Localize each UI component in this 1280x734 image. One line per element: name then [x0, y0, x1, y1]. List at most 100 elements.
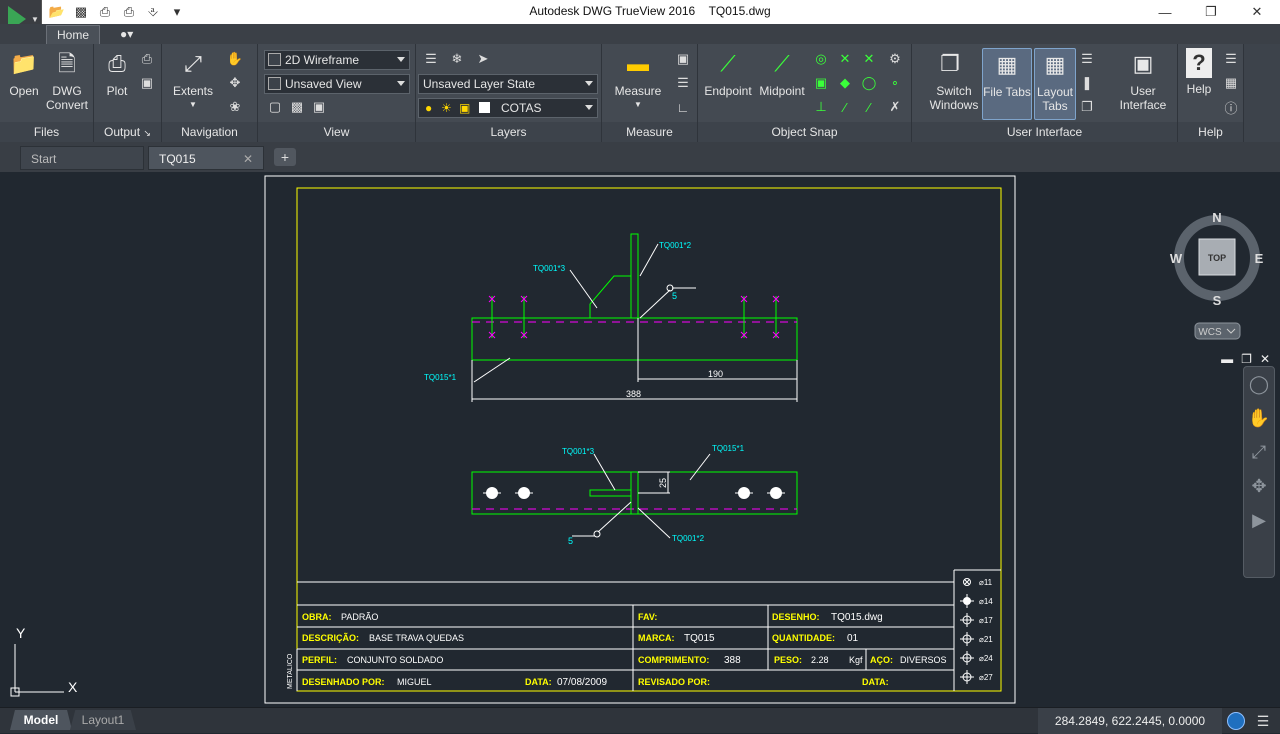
- new-tab-button[interactable]: +: [274, 148, 296, 166]
- dwg-convert-button[interactable]: 🗎 DWG Convert: [44, 48, 90, 113]
- layer-state-select[interactable]: Unsaved Layer State: [418, 74, 598, 94]
- minimize-icon[interactable]: —: [1158, 4, 1172, 20]
- customize-icon[interactable]: ☰: [1256, 713, 1270, 729]
- tangent-snap-icon[interactable]: ◯: [861, 75, 877, 90]
- label-tq015-1-top: TQ015*1: [424, 373, 457, 382]
- layer-freeze-icon[interactable]: ❄: [451, 51, 463, 66]
- batch-plot-icon[interactable]: ⎙: [123, 4, 135, 19]
- compass-south[interactable]: S: [1213, 293, 1222, 308]
- coordinate-readout[interactable]: 284.2849, 622.2445, 0.0000: [1038, 708, 1222, 734]
- restore-icon[interactable]: ❐: [1241, 352, 1252, 366]
- layer-state-icon[interactable]: ➤: [477, 51, 489, 66]
- drawing-canvas[interactable]: TQ001*2 TQ001*3 TQ015*1 5 190 388: [0, 172, 1280, 707]
- layout-tabs-button[interactable]: ▦ Layout Tabs: [1034, 48, 1076, 120]
- apparent-intersection-icon[interactable]: ✕: [863, 51, 875, 66]
- selection-cycling-icon[interactable]: [1227, 712, 1245, 730]
- tab-home[interactable]: Home: [46, 25, 101, 44]
- endpoint-button[interactable]: ⟋ Endpoint: [700, 48, 756, 99]
- print-icon[interactable]: ⎙: [99, 4, 111, 19]
- view-manager-icon[interactable]: ▣: [312, 99, 326, 114]
- plot-button[interactable]: ⎙ Plot: [98, 48, 136, 99]
- perpendicular-snap-icon[interactable]: ⊥: [815, 99, 827, 114]
- publish-icon[interactable]: ⎀: [147, 4, 159, 19]
- orbit-icon[interactable]: ✥: [1251, 475, 1267, 496]
- compass-west[interactable]: W: [1170, 251, 1183, 266]
- dwg-convert-label: DWG Convert: [45, 84, 89, 112]
- cube-icon[interactable]: ▢: [268, 99, 282, 114]
- dialog-launcher-icon[interactable]: ↘: [143, 128, 151, 138]
- cascade-icon[interactable]: ❐: [1081, 99, 1093, 114]
- hole-legend-6: ⌀27: [979, 673, 993, 682]
- preview-icon[interactable]: ▣: [140, 75, 154, 90]
- viewcube-face-top[interactable]: TOP: [1208, 253, 1226, 263]
- ucs-menu[interactable]: WCS: [1194, 322, 1241, 340]
- info-icon[interactable]: ⓘ: [1224, 100, 1238, 116]
- chevron-down-icon: [397, 81, 405, 86]
- named-view-select[interactable]: Unsaved View: [264, 74, 410, 94]
- visual-style-select[interactable]: 2D Wireframe: [264, 50, 410, 70]
- extents-button[interactable]: ⤢ Extents ▼: [166, 48, 220, 112]
- node-snap-icon[interactable]: ▣: [814, 75, 828, 90]
- pan-hand-icon[interactable]: ✋: [226, 51, 244, 66]
- customize-qat-icon[interactable]: ▾: [173, 4, 181, 19]
- file-tabs-button[interactable]: ▦ File Tabs: [982, 48, 1032, 120]
- orbit-icon[interactable]: ✥: [229, 75, 241, 90]
- desenhado-label: DESENHADO POR:: [302, 677, 385, 687]
- color-swatch-icon: [479, 102, 490, 113]
- extension-snap-icon[interactable]: ∕: [867, 99, 871, 115]
- tab-model[interactable]: Model: [10, 710, 72, 730]
- close-icon[interactable]: ✕: [1259, 352, 1270, 366]
- dimension-text-25: 25: [658, 478, 668, 488]
- nearest-snap-icon[interactable]: ∘: [890, 75, 900, 90]
- video-icon[interactable]: ▩: [74, 4, 88, 19]
- viewport-controls: ▬ ❐ ✕: [1221, 352, 1270, 366]
- layer-select[interactable]: ● ☀ ▣ COTAS: [418, 98, 598, 118]
- user-interface-button[interactable]: ▣ User Interface: [1112, 48, 1174, 113]
- output-label-text: Output: [104, 125, 141, 139]
- compass-east[interactable]: E: [1255, 251, 1264, 266]
- ribbon-options-icon[interactable]: ●▾: [120, 27, 134, 41]
- id-point-icon[interactable]: ∟: [676, 99, 690, 115]
- box-icon[interactable]: ▩: [290, 99, 304, 114]
- file-tab-tq015[interactable]: TQ015✕: [148, 146, 264, 170]
- panel-files: 📁 Open 🗎 DWG Convert Files: [0, 44, 94, 142]
- restore-icon[interactable]: ❐: [1205, 4, 1217, 19]
- steering-wheel-icon[interactable]: ❀: [229, 99, 241, 114]
- grid-icon[interactable]: ▦: [1224, 75, 1238, 90]
- area-icon[interactable]: ▣: [676, 51, 690, 66]
- close-icon[interactable]: ✕: [242, 152, 253, 166]
- close-icon[interactable]: ✕: [1251, 4, 1263, 19]
- intersection-snap-icon[interactable]: ✕: [839, 51, 851, 66]
- viewcube[interactable]: TOP N S E W: [1170, 210, 1264, 308]
- snap-settings-icon[interactable]: ⚙: [889, 51, 901, 66]
- panel-label-measure: Measure: [602, 122, 697, 142]
- batch-plot-icon[interactable]: ⎙: [141, 51, 153, 66]
- midpoint-button[interactable]: ⟋ Midpoint: [756, 48, 808, 99]
- horizontal-tile-icon[interactable]: ☰: [1081, 51, 1093, 66]
- measure-button[interactable]: ▬ Measure ▼: [606, 48, 670, 112]
- minimize-icon[interactable]: ▬: [1221, 352, 1234, 366]
- switch-windows-button[interactable]: ❐ Switch Windows: [926, 48, 979, 113]
- list-icon[interactable]: ☰: [677, 75, 689, 90]
- steering-wheel-icon[interactable]: ◯: [1248, 373, 1270, 394]
- parallel-snap-icon[interactable]: ∕: [843, 99, 847, 115]
- open-folder-icon[interactable]: 📂: [48, 4, 66, 19]
- snap-clear-icon[interactable]: ✗: [889, 99, 901, 114]
- help-button[interactable]: ? Help: [1182, 48, 1216, 96]
- compass-north[interactable]: N: [1212, 210, 1221, 225]
- help-label: Help: [1186, 82, 1212, 96]
- quadrant-snap-icon[interactable]: ◆: [840, 75, 850, 90]
- center-snap-icon[interactable]: ◎: [815, 51, 827, 66]
- open-button[interactable]: 📁 Open: [4, 48, 44, 99]
- showmotion-icon[interactable]: ▶: [1252, 509, 1266, 530]
- marca-value: TQ015: [684, 633, 715, 644]
- pan-hand-icon[interactable]: ✋: [1247, 407, 1271, 428]
- ucs-menu-label[interactable]: WCS: [1198, 327, 1222, 338]
- file-tab-start[interactable]: Start: [20, 146, 144, 170]
- zoom-extents-icon[interactable]: ⤢: [1251, 441, 1267, 462]
- layer-properties-icon[interactable]: ☰: [425, 51, 437, 66]
- list-icon[interactable]: ☰: [1225, 51, 1237, 66]
- vertical-tile-icon[interactable]: ❚: [1081, 75, 1093, 90]
- gusset-plan: [589, 489, 632, 497]
- tab-layout1[interactable]: Layout1: [70, 710, 136, 730]
